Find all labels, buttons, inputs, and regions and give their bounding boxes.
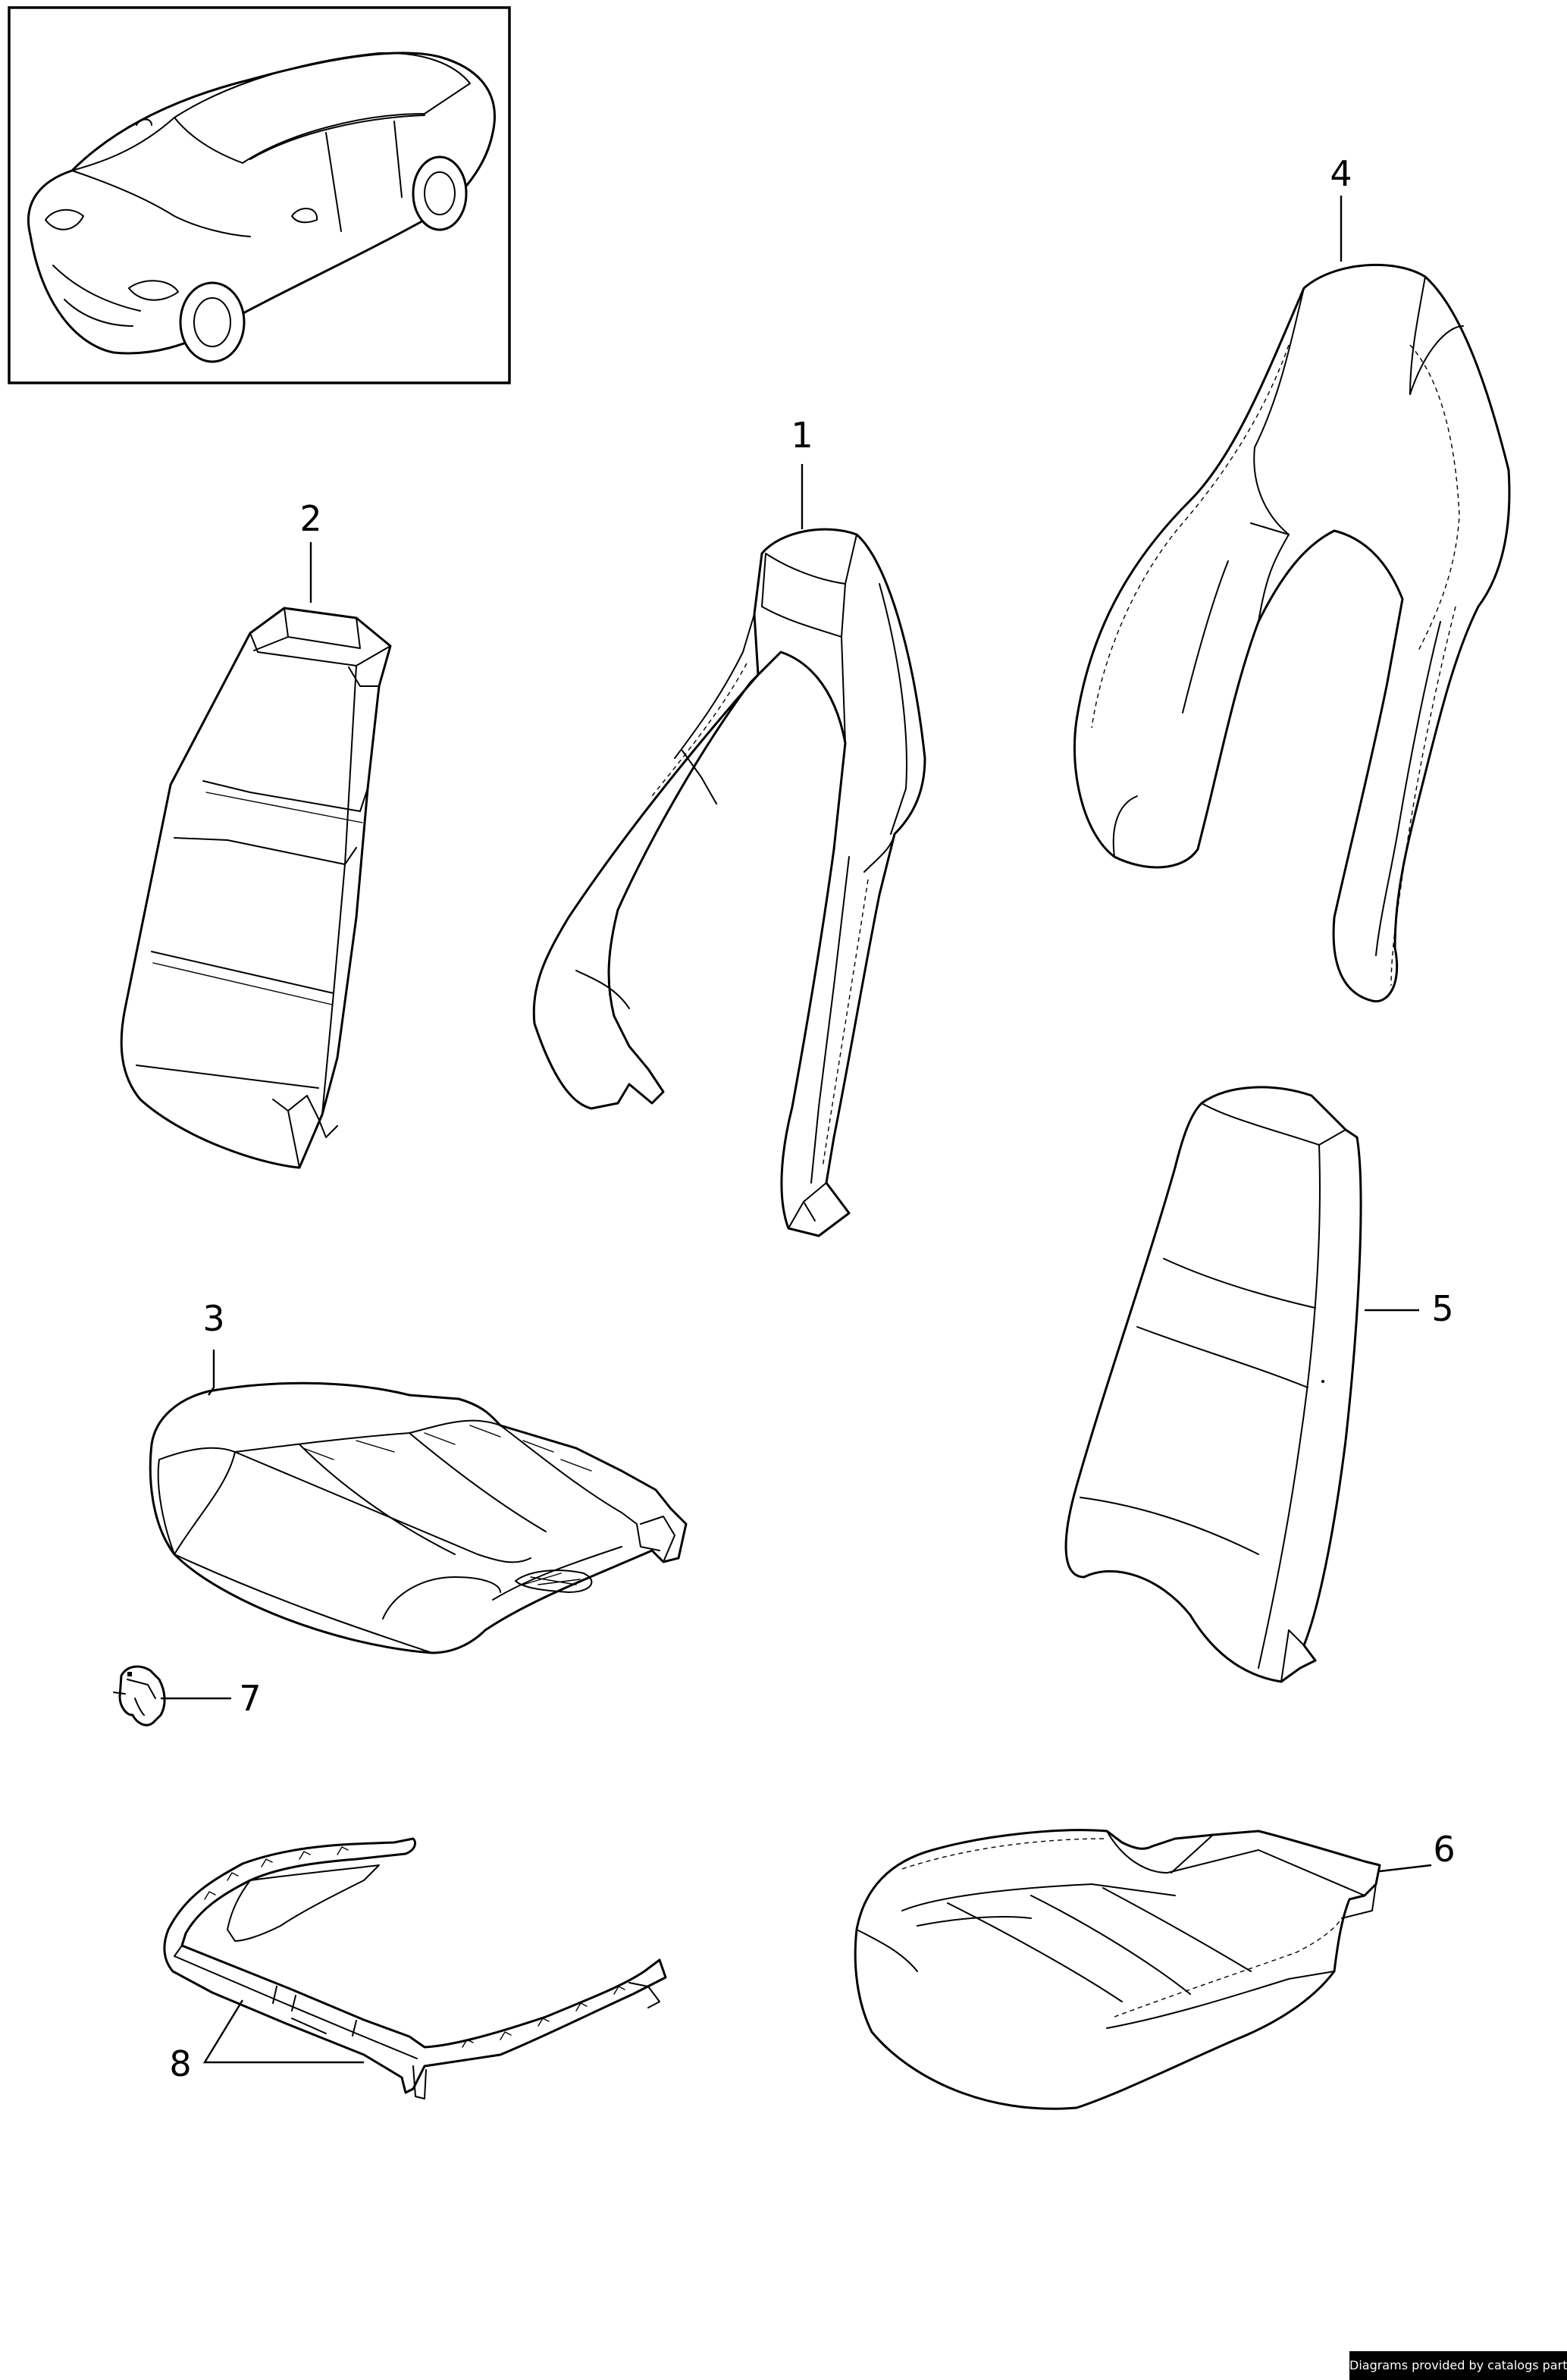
callout-6: 6 <box>1433 1829 1455 1870</box>
leader-8 <box>202 1999 364 2064</box>
leader-lines <box>161 196 1432 2064</box>
credit-label: Diagrams provided by catalogs parts <box>1349 2351 1567 2380</box>
callout-8: 8 <box>169 2043 191 2084</box>
part-4-backrest-cover <box>1073 263 1511 1003</box>
callout-3: 3 <box>202 1298 224 1339</box>
car-icon <box>27 52 496 363</box>
part-6-seat-cover <box>854 1829 1381 2110</box>
callout-2: 2 <box>299 498 321 539</box>
leader-3 <box>208 1350 215 1396</box>
vehicle-inset <box>8 6 511 384</box>
part-2-backrest-panel <box>120 607 392 1169</box>
callout-labels: 1 2 3 4 5 6 7 8 <box>169 153 1455 2084</box>
callout-5: 5 <box>1431 1288 1453 1329</box>
part-3-seat-foam <box>149 1381 688 1654</box>
callout-4: 4 <box>1330 153 1352 194</box>
callout-7: 7 <box>239 1678 261 1719</box>
callout-1: 1 <box>791 415 813 456</box>
leader-6 <box>1379 1864 1432 1873</box>
part-1-backrest-frame <box>532 528 926 1237</box>
part-5-backrest-shell <box>1064 1086 1362 1683</box>
part-7-clip <box>113 1665 166 1726</box>
part-8-frame-trim <box>163 1837 667 2099</box>
